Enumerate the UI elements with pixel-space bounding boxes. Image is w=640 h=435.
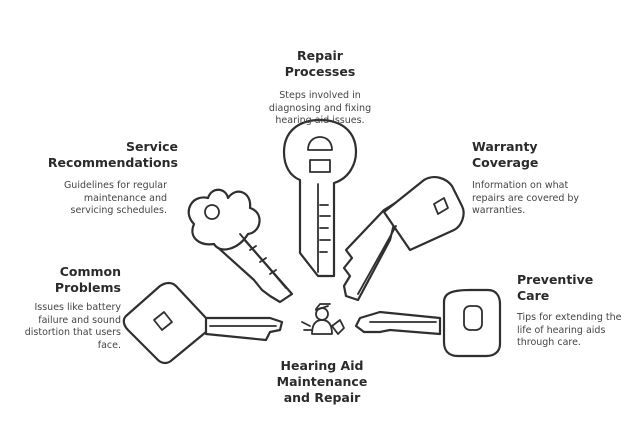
preventive-care-description: Tips for extending the life of hearing a… — [517, 312, 622, 348]
preventive-care-title: Preventive Care — [517, 272, 594, 303]
oval-head-key-icon — [354, 288, 502, 358]
repair-processes-title: Repair Processes — [284, 48, 356, 79]
center-title: Hearing Aid Maintenance and Repair — [276, 358, 368, 405]
round-head-key-icon — [282, 118, 358, 278]
warranty-coverage-title: Warranty Coverage — [472, 139, 539, 170]
common-problems-description: Issues like battery failure and sound di… — [24, 302, 121, 351]
technician-icon — [301, 303, 345, 335]
service-recommendations-description: Guidelines for regular maintenance and s… — [63, 180, 167, 216]
warranty-coverage-description: Information on what repairs are covered … — [472, 180, 580, 216]
clover-head-key-icon — [187, 188, 294, 304]
service-recommendations-title: Service Recommendations — [47, 139, 178, 170]
repair-processes-description: Steps involved in diagnosing and fixing … — [268, 90, 372, 126]
diamond-head-key-icon — [122, 281, 284, 365]
common-problems-title: Common Problems — [54, 264, 121, 295]
square-head-key-icon — [342, 176, 465, 302]
